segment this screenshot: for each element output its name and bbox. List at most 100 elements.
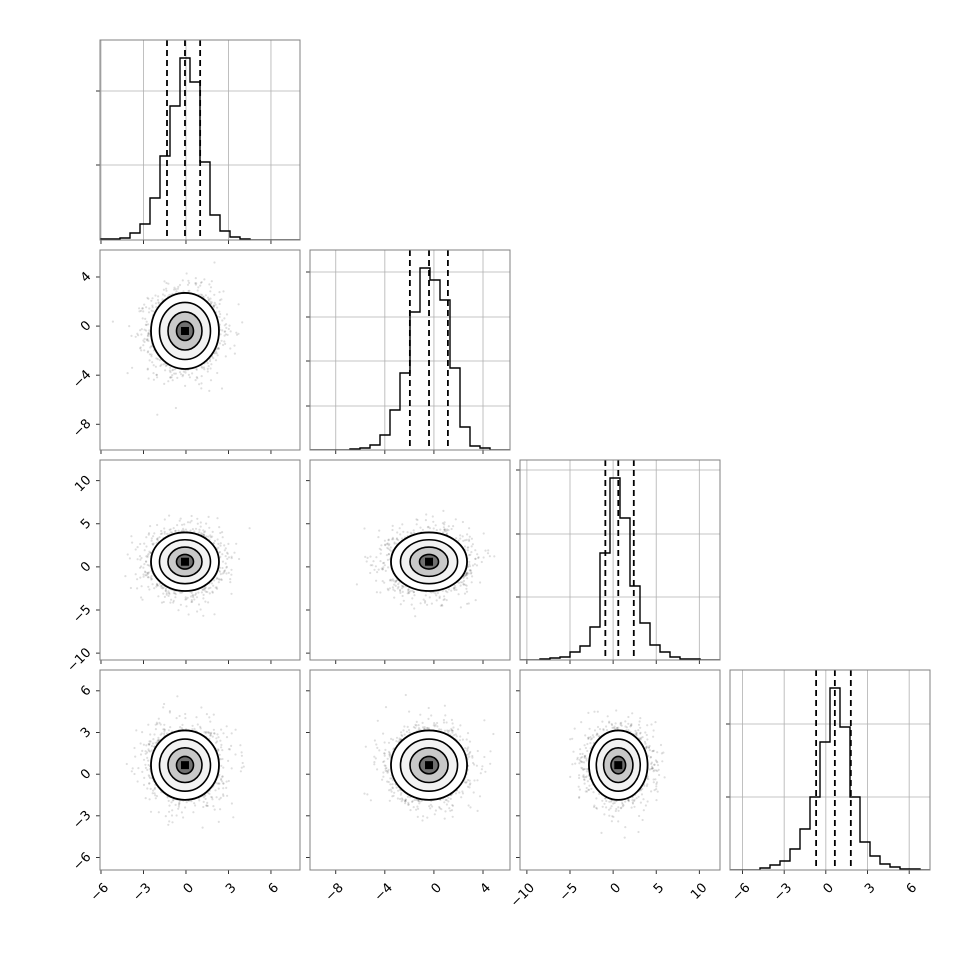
sample-point xyxy=(206,590,209,594)
sample-point xyxy=(413,531,416,534)
sample-point xyxy=(468,539,471,543)
scatter-panel-2-1 xyxy=(306,459,511,664)
sample-point xyxy=(207,535,210,538)
sample-point xyxy=(213,261,216,264)
sample-point xyxy=(164,590,167,593)
sample-point xyxy=(488,555,491,558)
sample-point xyxy=(424,519,427,522)
sample-point xyxy=(150,355,153,358)
sample-point xyxy=(454,586,457,589)
sample-point xyxy=(143,549,146,552)
sample-point xyxy=(152,535,155,538)
sample-point xyxy=(176,287,179,290)
sample-point xyxy=(199,521,202,524)
sample-point xyxy=(218,342,222,345)
sample-point xyxy=(209,290,212,293)
sample-point xyxy=(163,518,166,521)
sample-point xyxy=(146,554,149,557)
sample-point xyxy=(179,591,182,594)
sample-point xyxy=(152,378,155,381)
sample-point xyxy=(387,539,390,542)
sample-point xyxy=(146,571,149,574)
sample-point xyxy=(172,592,175,595)
sample-point xyxy=(391,524,394,527)
sample-point xyxy=(139,346,142,349)
sample-point xyxy=(151,542,154,545)
sample-point xyxy=(412,590,415,594)
sample-point xyxy=(153,587,156,590)
sample-point xyxy=(162,586,165,589)
sample-point xyxy=(203,587,206,590)
panel-frame xyxy=(99,249,301,451)
sample-point xyxy=(468,565,472,568)
sample-point xyxy=(217,577,220,581)
histogram-step-0 xyxy=(100,57,300,240)
sample-point xyxy=(401,590,404,593)
sample-point xyxy=(208,592,211,595)
sample-point xyxy=(162,592,165,595)
sample-point xyxy=(138,310,141,313)
sample-point xyxy=(190,591,193,594)
sample-point xyxy=(461,581,464,584)
sample-point xyxy=(376,571,379,574)
sample-point xyxy=(369,571,372,575)
sample-point xyxy=(406,531,409,534)
sample-point xyxy=(173,288,176,291)
sample-point xyxy=(157,301,160,304)
sample-point xyxy=(143,337,146,340)
sample-point xyxy=(189,521,192,524)
sample-point xyxy=(385,554,388,557)
sample-point xyxy=(147,532,151,535)
sample-point xyxy=(180,373,183,376)
sample-point xyxy=(227,542,230,545)
sample-point xyxy=(146,573,149,576)
sample-point xyxy=(428,596,431,599)
sample-point xyxy=(194,592,198,595)
sample-point xyxy=(381,568,384,571)
sample-point xyxy=(146,339,149,342)
sample-point xyxy=(149,346,152,349)
sample-point xyxy=(468,569,471,572)
sample-point xyxy=(169,376,172,379)
sample-point xyxy=(162,600,165,604)
sample-point xyxy=(194,527,198,530)
sample-point xyxy=(382,566,385,569)
sample-point xyxy=(170,598,173,601)
sample-point xyxy=(185,605,188,608)
sample-point xyxy=(155,582,159,585)
sample-point xyxy=(165,592,168,595)
histogram-step-1 xyxy=(310,267,510,450)
sample-point xyxy=(462,579,466,582)
sample-point xyxy=(226,333,229,336)
sample-point xyxy=(155,537,159,541)
sample-point xyxy=(145,320,148,323)
sample-point xyxy=(241,321,244,324)
sample-point xyxy=(151,304,154,307)
sample-point xyxy=(200,591,203,594)
sample-point xyxy=(216,371,219,375)
sample-point xyxy=(169,366,172,369)
sample-point xyxy=(387,553,390,556)
sample-point xyxy=(142,339,145,342)
sample-point xyxy=(218,315,221,319)
panel-frame xyxy=(309,249,511,451)
sample-point xyxy=(157,295,160,298)
sample-point xyxy=(173,286,176,289)
sample-point xyxy=(210,301,213,304)
sample-point xyxy=(134,548,137,551)
sample-point xyxy=(209,536,212,539)
sample-point xyxy=(149,525,152,528)
sample-point xyxy=(148,550,151,553)
sample-point xyxy=(146,334,150,337)
sample-point xyxy=(216,587,219,590)
sample-point xyxy=(219,313,222,316)
y-tick-label: −8 xyxy=(70,416,94,440)
sample-point xyxy=(147,297,150,300)
sample-point xyxy=(397,538,400,542)
sample-point xyxy=(377,568,380,571)
sample-point xyxy=(408,591,411,594)
sample-point xyxy=(146,572,149,575)
sample-point xyxy=(188,289,191,292)
sample-point xyxy=(182,290,185,293)
sample-point xyxy=(165,281,168,285)
